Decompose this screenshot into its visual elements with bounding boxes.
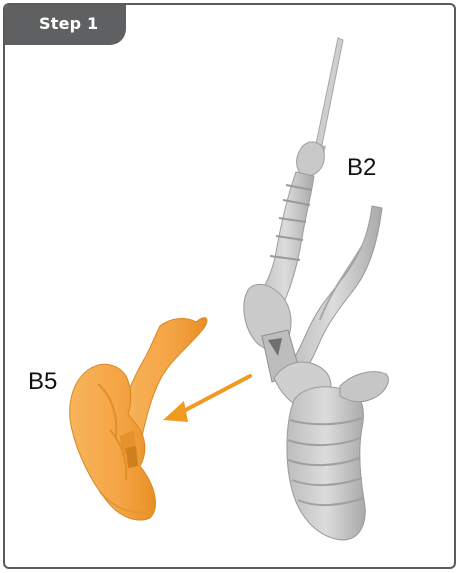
part-b2-model <box>244 38 389 540</box>
part-label-b5: B5 <box>28 368 57 396</box>
part-label-b2: B2 <box>347 154 376 182</box>
direction-arrow <box>163 376 250 422</box>
